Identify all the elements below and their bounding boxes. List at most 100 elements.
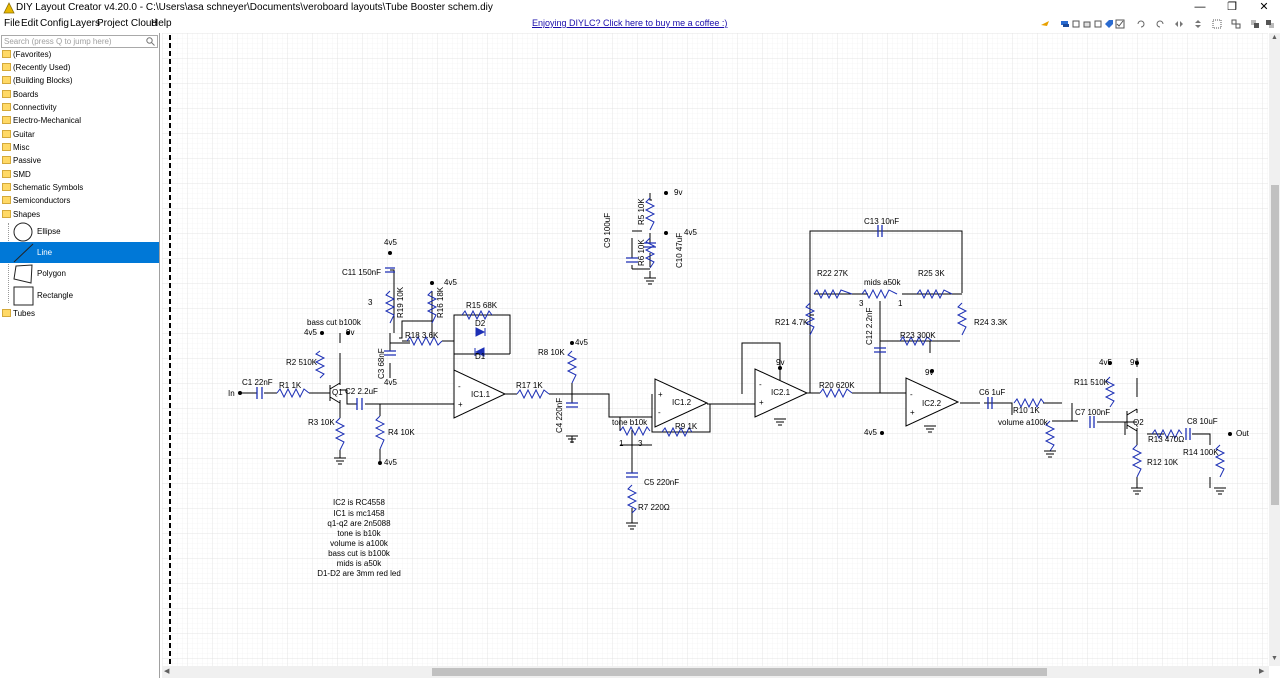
label-r4: R4 10K bbox=[388, 428, 415, 437]
label-c6: C6 1uF bbox=[979, 388, 1005, 397]
label-r14: R14 100K bbox=[1183, 448, 1219, 457]
label-ic2-1: IC2.1 bbox=[771, 388, 791, 397]
folder-icon bbox=[2, 130, 11, 138]
square-outline-icon[interactable] bbox=[1071, 19, 1081, 29]
resistor-r12 bbox=[1131, 444, 1143, 478]
folder-label: (Building Blocks) bbox=[13, 76, 73, 85]
tag-icon[interactable] bbox=[1104, 19, 1114, 29]
folder-icon bbox=[2, 170, 11, 178]
menu-config[interactable]: Config bbox=[40, 18, 69, 29]
search-icon[interactable] bbox=[146, 37, 155, 46]
folder-building-blocks[interactable]: (Building Blocks) bbox=[0, 74, 159, 87]
airplane-icon[interactable] bbox=[1040, 19, 1050, 29]
label-q2: Q2 bbox=[1133, 418, 1144, 427]
horizontal-scroll-thumb[interactable] bbox=[432, 668, 1047, 676]
checkbox-icon[interactable] bbox=[1115, 19, 1125, 29]
shape-rectangle[interactable]: Rectangle bbox=[0, 285, 159, 306]
folder-connectivity[interactable]: Connectivity bbox=[0, 101, 159, 114]
group-icon[interactable] bbox=[1212, 19, 1222, 29]
scroll-up-icon[interactable]: ▲ bbox=[1271, 34, 1278, 41]
shape-line[interactable]: Line bbox=[0, 242, 159, 263]
rotate-left-icon[interactable] bbox=[1136, 19, 1146, 29]
label-r2: R2 510K bbox=[286, 358, 318, 367]
square-outline-icon-2[interactable] bbox=[1093, 19, 1103, 29]
transistor-q2 bbox=[1126, 408, 1138, 432]
junctions bbox=[238, 191, 1232, 465]
menu-edit[interactable]: Edit bbox=[21, 18, 39, 29]
folder-smd[interactable]: SMD bbox=[0, 168, 159, 181]
folder-electro-mechanical[interactable]: Electro-Mechanical bbox=[0, 114, 159, 127]
folder-recently-used[interactable]: (Recently Used) bbox=[0, 61, 159, 74]
layers-icon[interactable] bbox=[1060, 19, 1070, 29]
minimize-button[interactable]: — bbox=[1194, 1, 1206, 13]
folder-icon bbox=[2, 196, 11, 204]
label-c7: C7 100nF bbox=[1075, 408, 1110, 417]
scroll-left-icon[interactable]: ◀ bbox=[164, 668, 170, 675]
folder-semiconductors[interactable]: Semiconductors bbox=[0, 194, 159, 207]
menu-layers[interactable]: Layers bbox=[70, 18, 101, 29]
vertical-scroll-thumb[interactable] bbox=[1271, 185, 1279, 505]
label-r22: R22 27K bbox=[817, 269, 849, 278]
label-r16: R16 18K bbox=[436, 286, 445, 318]
label-c13: C13 10nF bbox=[864, 217, 899, 226]
label-4v5-r2: 4v5 bbox=[304, 328, 317, 337]
flip-vertical-icon[interactable] bbox=[1193, 19, 1203, 29]
front-icon[interactable] bbox=[1250, 19, 1260, 29]
label-r15: R15 68K bbox=[466, 301, 498, 310]
note-line: D1-D2 are 3mm red led bbox=[317, 569, 401, 578]
folder-shapes[interactable]: Shapes bbox=[0, 208, 159, 221]
capacitor-c4 bbox=[566, 402, 578, 408]
label-r11: R11 510K bbox=[1074, 378, 1110, 387]
maximize-button[interactable]: ❐ bbox=[1227, 1, 1237, 13]
shape-label: Ellipse bbox=[37, 227, 61, 236]
label-pin3-tone: 3 bbox=[638, 439, 643, 448]
shape-polygon[interactable]: Polygon bbox=[0, 263, 159, 284]
coffee-link[interactable]: Enjoying DIYLC? Click here to buy me a c… bbox=[532, 18, 728, 28]
shape-ellipse[interactable]: Ellipse bbox=[0, 221, 159, 242]
shape-icon[interactable] bbox=[1082, 19, 1092, 29]
flip-horizontal-icon[interactable] bbox=[1174, 19, 1184, 29]
close-button[interactable]: ✕ bbox=[1259, 1, 1269, 13]
ungroup-icon[interactable] bbox=[1231, 19, 1241, 29]
folder-schematic-symbols[interactable]: Schematic Symbols bbox=[0, 181, 159, 194]
search-input[interactable]: Search (press Q to jump here) bbox=[1, 35, 158, 48]
vertical-scrollbar[interactable]: ▲ ▼ bbox=[1269, 33, 1280, 666]
scroll-down-icon[interactable]: ▼ bbox=[1271, 655, 1278, 662]
folder-tubes[interactable]: Tubes bbox=[0, 307, 159, 320]
pot-tone bbox=[619, 425, 651, 437]
folder-passive[interactable]: Passive bbox=[0, 154, 159, 167]
folder-guitar[interactable]: Guitar bbox=[0, 128, 159, 141]
window-title: DIY Layout Creator v4.20.0 - C:\Users\as… bbox=[16, 2, 493, 13]
menu-file[interactable]: File bbox=[4, 18, 21, 29]
back-icon[interactable] bbox=[1265, 19, 1275, 29]
capacitors bbox=[256, 225, 1191, 478]
folder-boards[interactable]: Boards bbox=[0, 88, 159, 101]
folder-favorites[interactable]: (Favorites) bbox=[0, 48, 159, 61]
label-r19: R19 10K bbox=[396, 286, 405, 318]
menu-project-cloud[interactable]: Project Cloud bbox=[97, 18, 158, 29]
resistor-r19 bbox=[384, 290, 396, 324]
scroll-right-icon[interactable]: ▶ bbox=[1259, 668, 1265, 675]
menu-help[interactable]: Help bbox=[151, 18, 172, 29]
schematic-canvas[interactable]: In Out C1 22nF R1 1K R2 510K R3 10K Q1 C… bbox=[162, 33, 1268, 666]
menu-bar: File Edit Config Layers Project Cloud He… bbox=[0, 16, 1280, 32]
label-r7: R7 220Ω bbox=[638, 503, 670, 512]
note-line: volume is a100k bbox=[330, 539, 389, 548]
resistor-r4 bbox=[374, 415, 386, 450]
shape-label: Rectangle bbox=[37, 291, 74, 300]
note-line: bass cut is b100k bbox=[328, 549, 391, 558]
schematic-drawing[interactable]: In Out C1 22nF R1 1K R2 510K R3 10K Q1 C… bbox=[162, 33, 1268, 666]
resistor-r2 bbox=[314, 350, 326, 379]
folder-icon bbox=[2, 309, 11, 317]
label-mids: mids a50k bbox=[864, 278, 901, 287]
label-c8: C8 10uF bbox=[1187, 417, 1218, 426]
rotate-right-icon[interactable] bbox=[1155, 19, 1165, 29]
label-pin3-mids: 3 bbox=[859, 299, 864, 308]
resistor-r25 bbox=[916, 288, 953, 300]
folder-label: Guitar bbox=[13, 130, 35, 139]
label-pin1-mids: 1 bbox=[898, 299, 903, 308]
folder-misc[interactable]: Misc bbox=[0, 141, 159, 154]
label-r12: R12 10K bbox=[1147, 458, 1179, 467]
design-notes: IC2 is RC4558 IC1 is mc1458 q1-q2 are 2n… bbox=[317, 498, 401, 578]
horizontal-scrollbar[interactable]: ◀ ▶ bbox=[162, 666, 1269, 678]
